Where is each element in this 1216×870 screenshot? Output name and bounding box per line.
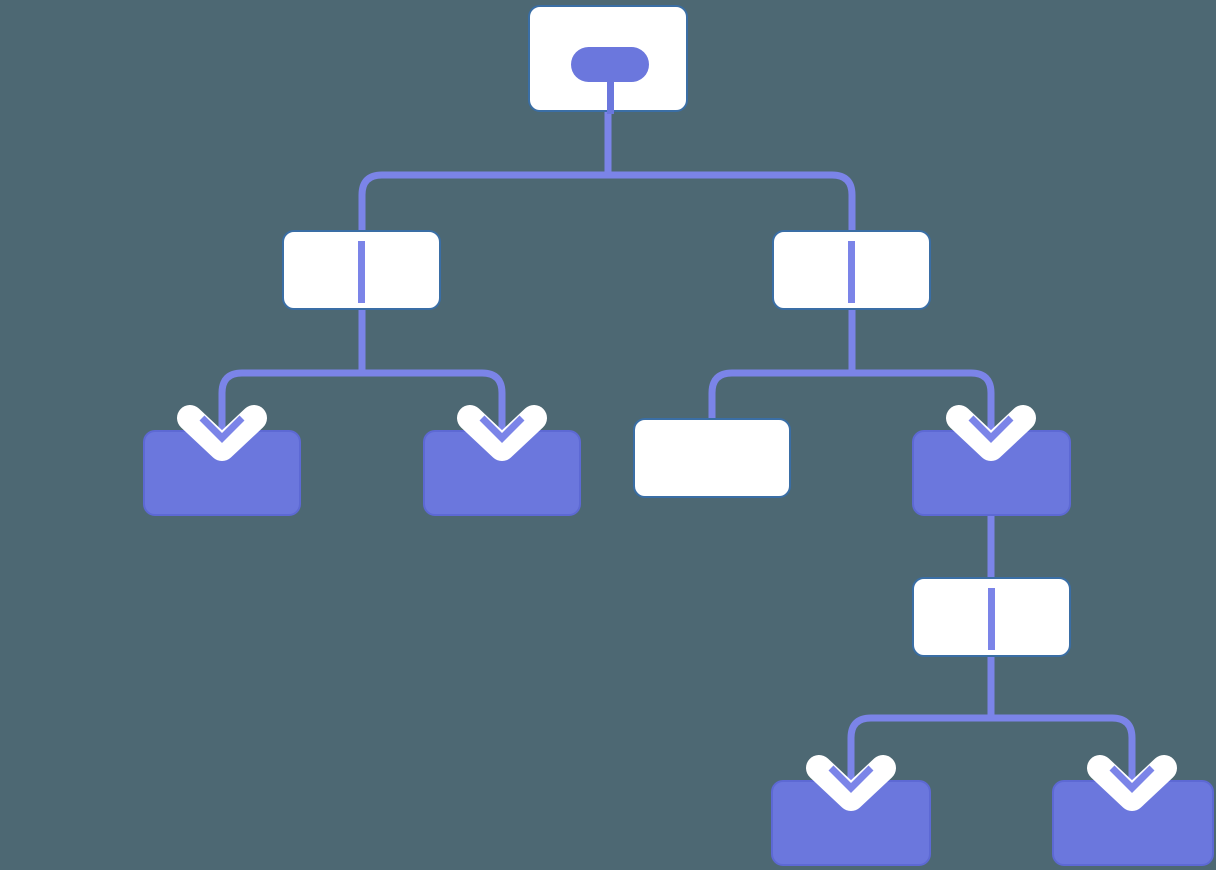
node-l2-left[interactable] xyxy=(282,230,441,310)
node-l5-a[interactable] xyxy=(771,780,931,866)
node-l3-b[interactable] xyxy=(423,430,581,516)
node-l2-right[interactable] xyxy=(772,230,931,310)
node-l5-b[interactable] xyxy=(1052,780,1214,866)
node-l2-left-passthrough-line xyxy=(358,241,365,303)
node-l3-d[interactable] xyxy=(912,430,1071,516)
node-l3-c[interactable] xyxy=(633,418,791,498)
root-source-stem xyxy=(606,77,614,114)
root-source-pill xyxy=(571,47,649,82)
node-l4-a-passthrough-line xyxy=(988,588,995,650)
node-l2-right-passthrough-line xyxy=(848,241,855,303)
node-l3-a[interactable] xyxy=(143,430,301,516)
node-root[interactable] xyxy=(528,5,688,114)
node-l4-a[interactable] xyxy=(912,577,1071,657)
